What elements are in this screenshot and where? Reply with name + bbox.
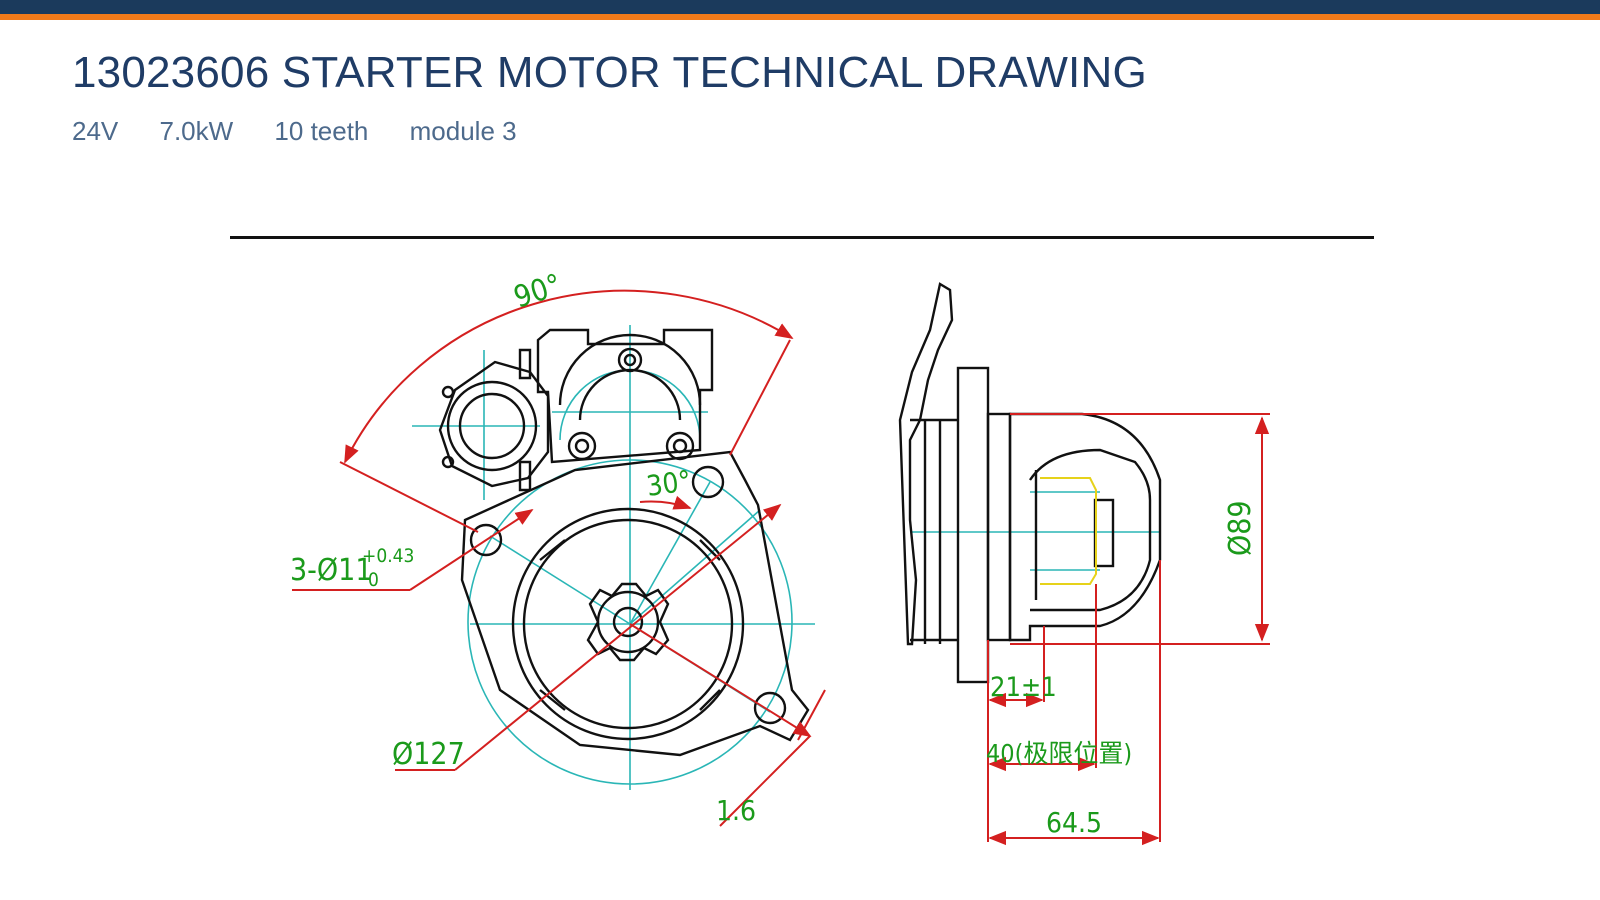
spec-teeth: 10 teeth <box>274 116 369 146</box>
pinion-outline <box>1040 477 1097 585</box>
hole-spec-label: 3-Ø11 <box>290 553 373 588</box>
body-diameter-label: Ø89 <box>1223 500 1258 556</box>
pilot-diameter-label: Ø127 <box>392 737 465 772</box>
page-title: 13023606 STARTER MOTOR TECHNICAL DRAWING <box>72 48 1147 97</box>
side-outline <box>898 282 1162 684</box>
angle-30-label: 30° <box>644 464 693 503</box>
front-outline <box>438 328 810 757</box>
angle-90-label: 90° <box>510 268 566 316</box>
side-view: Ø89 21±1 40(极限位置) 64.5 <box>898 282 1270 846</box>
dim-40-label: 40(极限位置) <box>986 739 1132 768</box>
dim-64-5-label: 64.5 <box>1046 806 1102 839</box>
front-centerlines <box>412 325 815 790</box>
offset-label: 1.6 <box>716 794 756 827</box>
spec-power: 7.0kW <box>159 116 234 146</box>
hole-tolerance-upper: +0.43 <box>362 545 414 567</box>
spec-line: 24V 7.0kW 10 teeth module 3 <box>72 116 551 147</box>
dim-21-label: 21±1 <box>990 672 1057 703</box>
accent-stripe <box>0 14 1600 20</box>
front-dimensions <box>292 289 826 827</box>
spec-module: module 3 <box>409 116 517 146</box>
front-view: 90° 30° 3-Ø11 +0.43 0 Ø127 1.6 <box>290 268 826 827</box>
hole-tolerance-lower: 0 <box>368 569 379 591</box>
spec-voltage: 24V <box>72 116 119 146</box>
divider-rule <box>230 236 1374 239</box>
side-dimensions <box>987 413 1270 846</box>
header-bar <box>0 0 1600 14</box>
